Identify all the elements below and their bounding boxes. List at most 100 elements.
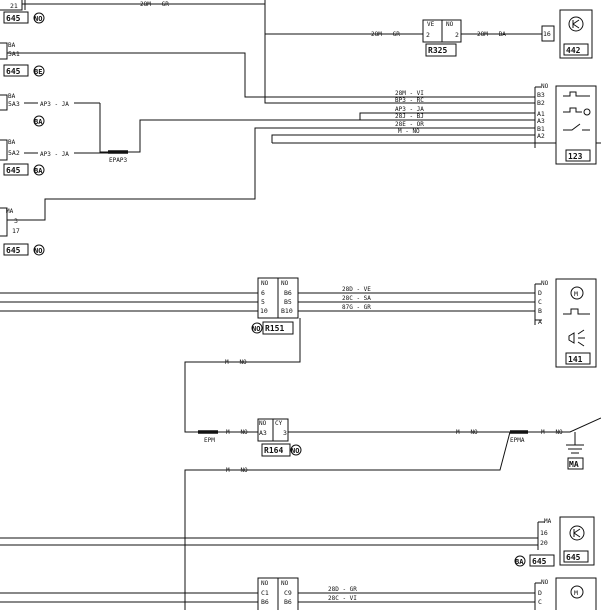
wire-label: 28D - GR — [328, 586, 357, 593]
pin-label: C9 — [284, 589, 292, 597]
connector-color: MA — [6, 208, 14, 215]
connector-body — [534, 582, 541, 610]
wire — [184, 431, 511, 610]
connector-body — [537, 521, 545, 550]
motor-icon — [570, 585, 584, 599]
wire-label: 28J - BJ — [395, 113, 424, 120]
pin-label: A3 — [537, 117, 545, 125]
ecu-symbol-icon — [573, 528, 581, 538]
ground-network: M - NO EPM M - NO NO CY A3 3 R164 NO M -… — [184, 318, 601, 610]
wire-label: M - NO — [456, 429, 478, 436]
wire — [25, 52, 535, 98]
pin-label: C — [538, 598, 542, 606]
connector-ref: 645 — [532, 557, 547, 566]
pin-label: 2 — [455, 31, 459, 39]
component-body — [555, 577, 597, 610]
wire-label: M - NO — [398, 128, 420, 135]
wire-label: M - NO — [541, 429, 563, 436]
pin-label: B2 — [537, 99, 545, 107]
component-ref: 442 — [566, 46, 581, 55]
wire — [528, 417, 601, 433]
pin-label: A3 — [259, 429, 267, 437]
motor-icon: M — [574, 589, 578, 597]
pin-label: B1 — [537, 125, 545, 133]
pin-label: B6 — [261, 598, 269, 606]
pin-label: A1 — [537, 110, 545, 118]
top-left-connectors: 21 28M - GR 645 NO BA 5A1 645 BE BA 5A3 … — [0, 0, 265, 256]
connector-color: CY — [275, 420, 283, 427]
wire-label: 28M - GR — [371, 31, 400, 38]
color-marker — [33, 12, 45, 24]
pin-label: 10 — [260, 307, 268, 315]
connector-color: NO — [281, 580, 289, 587]
color-marker-label: BA — [34, 167, 43, 175]
wire-label: 28M - BA — [477, 31, 506, 38]
switch-icon — [563, 123, 590, 131]
wire-label: BP3 - RC — [395, 97, 424, 104]
connector-ref-box — [3, 243, 29, 256]
connector-color: NO — [541, 83, 549, 90]
switch-icon — [563, 308, 590, 315]
component-ref-box — [565, 149, 591, 162]
pin-label: 3 — [283, 429, 287, 437]
switch-icon — [563, 107, 582, 113]
color-marker-label: NO — [291, 447, 299, 455]
pin-label: A2 — [537, 132, 545, 140]
splice-label: EPMA — [510, 437, 525, 444]
wire-label: 28C - SA — [342, 295, 371, 302]
pin-label: 17 — [12, 227, 20, 235]
pin-label: B10 — [281, 307, 293, 315]
pin-label: B — [538, 307, 542, 315]
lamp-icon — [583, 108, 591, 116]
connector-color: BA — [8, 139, 16, 146]
component-ref-box — [565, 352, 591, 365]
pin-label: 5 — [261, 298, 265, 306]
wire-label: AP3 - JA — [395, 106, 424, 113]
component-ref-box — [563, 550, 589, 563]
connector-ref-box — [261, 443, 291, 457]
pin-label: 5A1 — [8, 50, 20, 58]
wire — [271, 134, 535, 143]
pin-label: 5A3 — [8, 100, 20, 108]
pin-label: 3 — [14, 217, 18, 225]
motor-icon: M — [574, 290, 578, 298]
connector-body — [0, 94, 8, 111]
splice-label: EPAP3 — [109, 157, 127, 164]
wire-label: AP3 - JA — [40, 101, 69, 108]
connector-ref-box — [3, 64, 29, 77]
ecu-symbol-icon — [572, 19, 580, 29]
connector-ref: R164 — [264, 446, 283, 455]
color-marker — [33, 65, 45, 77]
pin-label: B5 — [284, 298, 292, 306]
connector-ref-box — [3, 11, 29, 24]
wire-label: M - NO — [226, 429, 248, 436]
connector-ref: R151 — [265, 324, 284, 333]
wire-label: AP3 - JA — [40, 151, 69, 158]
ecu-symbol-icon — [568, 16, 584, 32]
ecu-symbol-icon — [569, 525, 585, 541]
wire-label: 28D - VE — [342, 286, 371, 293]
splice-label: EPM — [204, 437, 215, 444]
wire-label: 87G - GR — [342, 304, 371, 311]
component-645-bottom: MA 16 20 645 BA 645 — [0, 516, 595, 567]
color-marker-label: BE — [34, 68, 42, 76]
component-141: NO D C B A M 141 — [534, 278, 597, 368]
color-marker — [33, 164, 45, 176]
connector-color: NO — [259, 420, 267, 427]
pin-label: D — [538, 589, 542, 597]
component-ref: 141 — [568, 355, 583, 364]
color-marker-label: NO — [34, 247, 42, 255]
pin-label: 16 — [540, 529, 548, 537]
component-ref-box — [563, 43, 589, 56]
pin-label: 20 — [540, 539, 548, 547]
color-marker — [251, 322, 263, 334]
pin-label: B6 — [284, 289, 292, 297]
switch-icon — [563, 91, 590, 97]
connector-color: NO — [261, 580, 269, 587]
color-marker-label: BA — [515, 558, 524, 566]
connector-half-right — [277, 577, 299, 610]
wire-label: M - NO — [226, 467, 248, 474]
pin-label: B3 — [537, 91, 545, 99]
connector-body — [0, 207, 8, 237]
